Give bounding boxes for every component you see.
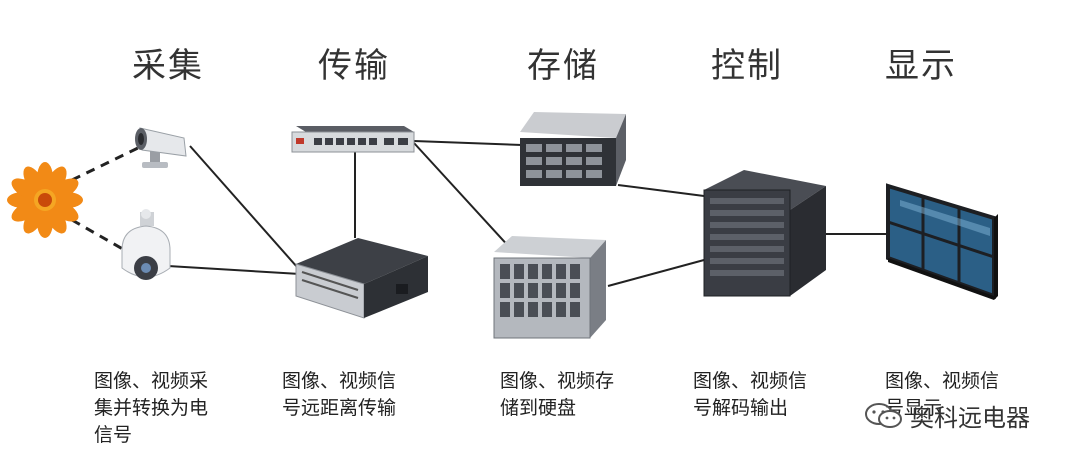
- desc-line: 图像、视频信: [885, 370, 1000, 392]
- desc-line: 集并转换为电: [94, 397, 209, 419]
- desc-line: 号解码输出: [693, 397, 789, 419]
- desc-display: 图像、视频信 号显示: [885, 368, 999, 422]
- link-bullet-camera-switch: [189, 145, 306, 277]
- link-router-disk-array: [413, 142, 513, 251]
- watermark: 奥科远电器: [864, 398, 1030, 433]
- desc-line: 图像、视频信: [282, 370, 397, 392]
- desc-line: 图像、视频信: [693, 370, 808, 392]
- bullet-camera-icon: [135, 127, 187, 168]
- desc-line: 信号: [94, 424, 133, 446]
- heading-transmission: 传输: [318, 46, 390, 86]
- storage-server-icon: [520, 112, 626, 186]
- dashed-link-bullet-camera: [71, 146, 139, 182]
- desc-line: 图像、视频采: [94, 370, 209, 392]
- dashed-link-dome-camera: [71, 218, 129, 254]
- heading-capture: 采集: [132, 46, 204, 86]
- desc-line: 图像、视频存: [500, 370, 615, 392]
- link-router-storage: [413, 140, 523, 146]
- heading-storage: 存储: [527, 46, 599, 86]
- heading-control: 控制: [711, 46, 783, 86]
- desc-line: 储到硬盘: [500, 397, 577, 419]
- watermark-text: 奥科远电器: [910, 404, 1030, 432]
- video-wall-icon: [886, 183, 998, 300]
- decoder-icon: [703, 170, 826, 297]
- link-storage-decoder: [617, 184, 705, 197]
- dome-camera-icon: [121, 209, 171, 280]
- desc-capture: 图像、视频采 集并转换为电 信号: [94, 368, 208, 449]
- disk-array-icon: [493, 236, 606, 339]
- desc-transmission: 图像、视频信 号远距离传输: [282, 368, 396, 422]
- link-dome-camera-switch: [167, 265, 301, 275]
- desc-storage: 图像、视频存 储到硬盘: [500, 368, 614, 422]
- connection-lines: [71, 140, 888, 287]
- wechat-icon: [865, 402, 902, 428]
- desc-control: 图像、视频信 号解码输出: [693, 368, 807, 422]
- switch-icon: [295, 238, 428, 319]
- link-disk-array-decoder: [607, 259, 705, 287]
- flower-icon: [7, 162, 83, 238]
- router-icon: [291, 126, 415, 153]
- desc-line: 号远距离传输: [282, 397, 397, 419]
- heading-display: 显示: [885, 46, 957, 86]
